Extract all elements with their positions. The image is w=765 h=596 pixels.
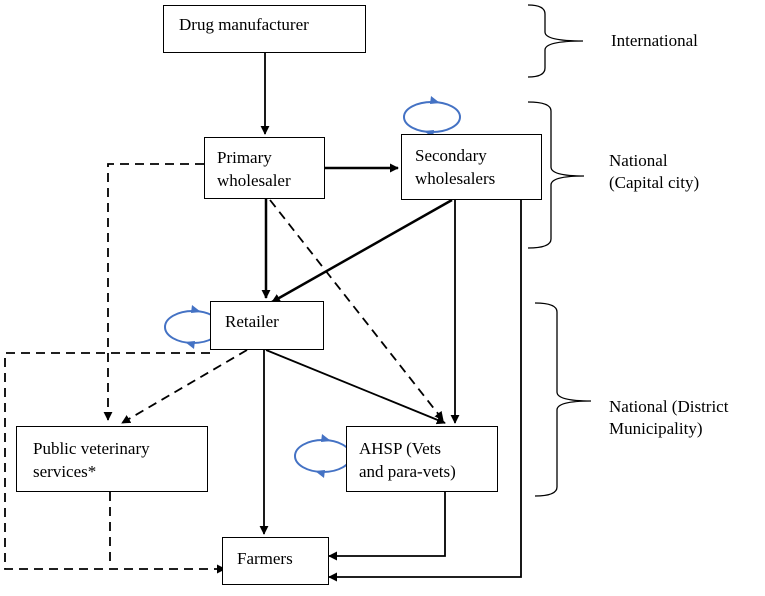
edge-retailer-to-public-vet-dashed [121,349,248,424]
level-national-capital-label: National (Capital city) [609,150,699,194]
brace-national-district [534,302,592,497]
farmers-label: Farmers [237,549,293,568]
level-national-district-label: National (District Municipality) [609,396,728,440]
brace-national-capital [527,101,585,249]
loop-secondary-icon [403,96,461,138]
ahsp-label-line1: AHSP (Vets [359,439,442,458]
primary-wholesaler-node: Primary wholesaler [204,137,325,199]
secondary-wholesalers-label-line2: wholesalers [415,169,496,188]
level-international-label: International [611,30,698,52]
edge-secondary-to-retailer [271,198,453,304]
level-national-capital-line1: National [609,151,668,170]
brace-international [527,4,584,78]
public-vet-label-line2: services* [33,462,97,481]
ahsp-label-line2: and para-vets) [359,462,456,481]
edge-ahsp-to-farmers [328,492,446,561]
loop-ahsp-icon [294,434,352,478]
primary-wholesaler-label-line2: wholesaler [217,171,291,190]
drug-manufacturer-label: Drug manufacturer [179,15,309,34]
edge-retailer-to-farmers-dashed [4,352,226,574]
public-vet-label-line1: Public veterinary [33,439,150,458]
level-international-text: International [611,31,698,50]
level-national-district-line1: National (District [609,397,729,416]
ahsp-node: AHSP (Vets and para-vets) [346,426,498,492]
drug-manufacturer-node: Drug manufacturer [163,5,366,53]
primary-wholesaler-label-line1: Primary [217,148,272,167]
edge-secondary-to-farmers [328,200,522,582]
farmers-node: Farmers [222,537,329,585]
retailer-label: Retailer [225,312,279,331]
level-national-capital-line2: (Capital city) [609,173,700,192]
retailer-node: Retailer [210,301,324,350]
edge-primary-to-public-vet-dashed [103,163,204,421]
secondary-wholesalers-node: Secondary wholesalers [401,134,542,200]
secondary-wholesalers-label-line1: Secondary [415,146,487,165]
level-national-district-line2: Municipality) [609,419,703,438]
edge-primary-to-ahsp-dashed [269,199,444,421]
public-veterinary-services-node: Public veterinary services* [16,426,208,492]
edge-retailer-to-ahsp [265,349,446,425]
